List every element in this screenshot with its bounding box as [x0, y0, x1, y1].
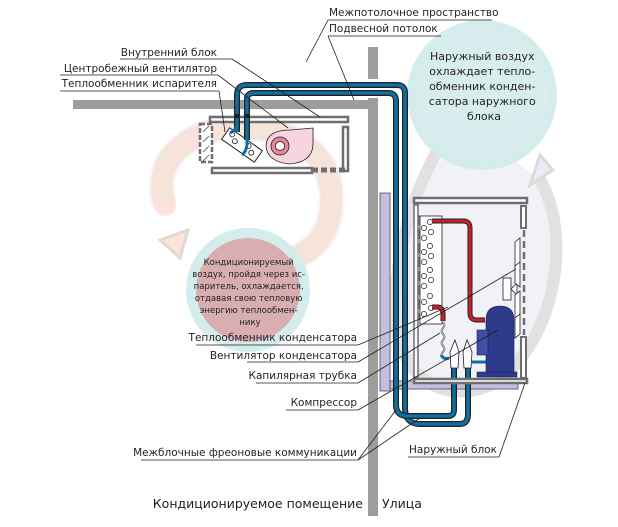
svg-text:Кондиционируемый воздух,: Кондиционируемый воздух, пройдя через ис… [192, 258, 308, 328]
outdoor-air-bubble: Наружный воздух охлаждает тепло- обменни… [407, 20, 557, 170]
bubble-line: энергию теплообмен- [200, 306, 298, 316]
label-suspended-ceiling: Подвесной потолок [329, 23, 438, 35]
bubble-line: нику [239, 318, 260, 328]
condenser-coil [419, 215, 443, 325]
wall-upper [368, 47, 378, 79]
bubble-line: блока [467, 110, 501, 123]
label-indoor-unit: Внутренний блок [121, 47, 217, 59]
label-outdoor-unit: Наружный блок [409, 444, 497, 456]
compressor [476, 305, 518, 378]
bubble-line: отдавая свою тепловую [195, 294, 303, 304]
label-evaporator-heat-exchanger: Теплообменник испарителя [61, 78, 217, 90]
indoor-airflow-arrowhead [157, 227, 191, 261]
evaporator-coil [220, 127, 264, 163]
leader-lines [60, 19, 526, 461]
intake-grille [198, 122, 214, 164]
label-condenser-heat-exchanger: Теплообменник конденсатора [188, 332, 357, 344]
freon-lines [229, 82, 471, 427]
bubble-line: Кондиционируемый [204, 258, 294, 268]
label-conditioned-room: Кондиционируемое помещение [153, 496, 364, 511]
service-valves [439, 338, 488, 369]
outdoor-unit-bracket [379, 192, 391, 392]
bubble-line: охлаждает тепло- [429, 65, 535, 78]
outdoor-unit [412, 196, 529, 385]
label-compressor: Компрессор [291, 397, 358, 409]
indoor-unit [198, 115, 350, 175]
condenser-fan [502, 237, 521, 339]
outdoor-airflow-arrowhead [527, 152, 556, 189]
label-freon-lines: Межблочные фреоновые коммуникации [133, 447, 357, 459]
bubble-line: обменник конден- [429, 80, 535, 93]
labels: Межпотолочное пространство Подвесной пот… [61, 7, 499, 511]
label-condenser-fan: Вентилятор конденсатора [210, 350, 357, 362]
svg-text:Наружный воздух охлаждае: Наружный воздух охлаждает тепло- обменни… [429, 50, 539, 123]
label-street: Улица [382, 496, 422, 511]
bubble-line: Наружный воздух [430, 50, 535, 63]
label-inter-ceiling-space: Межпотолочное пространство [329, 7, 499, 19]
suspended-ceiling [73, 100, 368, 109]
bubble-line: паритель, охлаждается, [194, 282, 304, 292]
label-capillary-tube: Капилярная трубка [249, 370, 357, 382]
exterior-wall [368, 98, 378, 516]
centrifugal-fan [265, 127, 314, 165]
bubble-line: сатора наружного [429, 95, 536, 108]
bubble-line: воздух, пройдя через ис- [192, 270, 305, 280]
indoor-air-bubble: Кондиционируемый воздух, пройдя через ис… [186, 228, 310, 352]
label-centrifugal-fan: Центробежный вентилятор [64, 63, 217, 75]
